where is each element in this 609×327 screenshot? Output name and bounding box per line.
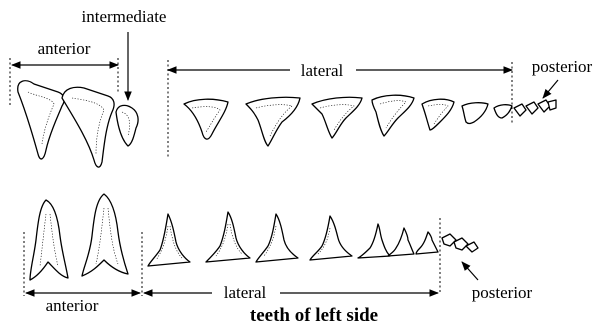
lower-lateral-label: lateral xyxy=(224,283,267,302)
upper-lateral-tooth-4 xyxy=(372,95,414,136)
upper-lateral-tooth-1 xyxy=(184,99,228,139)
lower-posterior-teeth xyxy=(442,234,478,252)
lower-lateral-tooth-6 xyxy=(388,228,414,256)
lower-posterior-label: posterior xyxy=(472,283,533,302)
upper-anterior-tooth-1 xyxy=(18,81,64,159)
upper-lateral-tooth-3 xyxy=(312,97,362,138)
intermediate-label: intermediate xyxy=(82,7,167,26)
lower-lateral-tooth-1 xyxy=(148,214,190,266)
lower-lateral-tooth-5 xyxy=(358,224,390,258)
upper-lateral-tooth-6 xyxy=(462,103,488,124)
upper-anterior-tooth-2 xyxy=(62,87,114,167)
lower-anterior-tooth-2 xyxy=(82,194,128,276)
upper-lateral-tooth-7 xyxy=(494,105,512,118)
upper-lateral-tooth-2 xyxy=(246,97,300,146)
upper-posterior-arrow xyxy=(543,80,558,98)
lower-lateral-tooth-7 xyxy=(416,232,438,254)
upper-intermediate-tooth xyxy=(116,105,138,146)
figure-caption: teeth of left side xyxy=(250,305,378,326)
upper-lateral-label: lateral xyxy=(301,61,344,80)
lower-anterior-tooth-1 xyxy=(30,200,68,280)
lower-lateral-tooth-4 xyxy=(310,216,352,260)
upper-anterior-label: anterior xyxy=(38,39,91,58)
lower-lateral-tooth-2 xyxy=(206,212,250,262)
upper-lateral-tooth-5 xyxy=(422,99,454,130)
lower-lateral-tooth-3 xyxy=(256,214,298,262)
upper-posterior-teeth xyxy=(514,100,556,116)
lower-posterior-arrow xyxy=(462,262,478,280)
lower-anterior-label: anterior xyxy=(46,296,99,315)
upper-posterior-label: posterior xyxy=(532,57,593,76)
